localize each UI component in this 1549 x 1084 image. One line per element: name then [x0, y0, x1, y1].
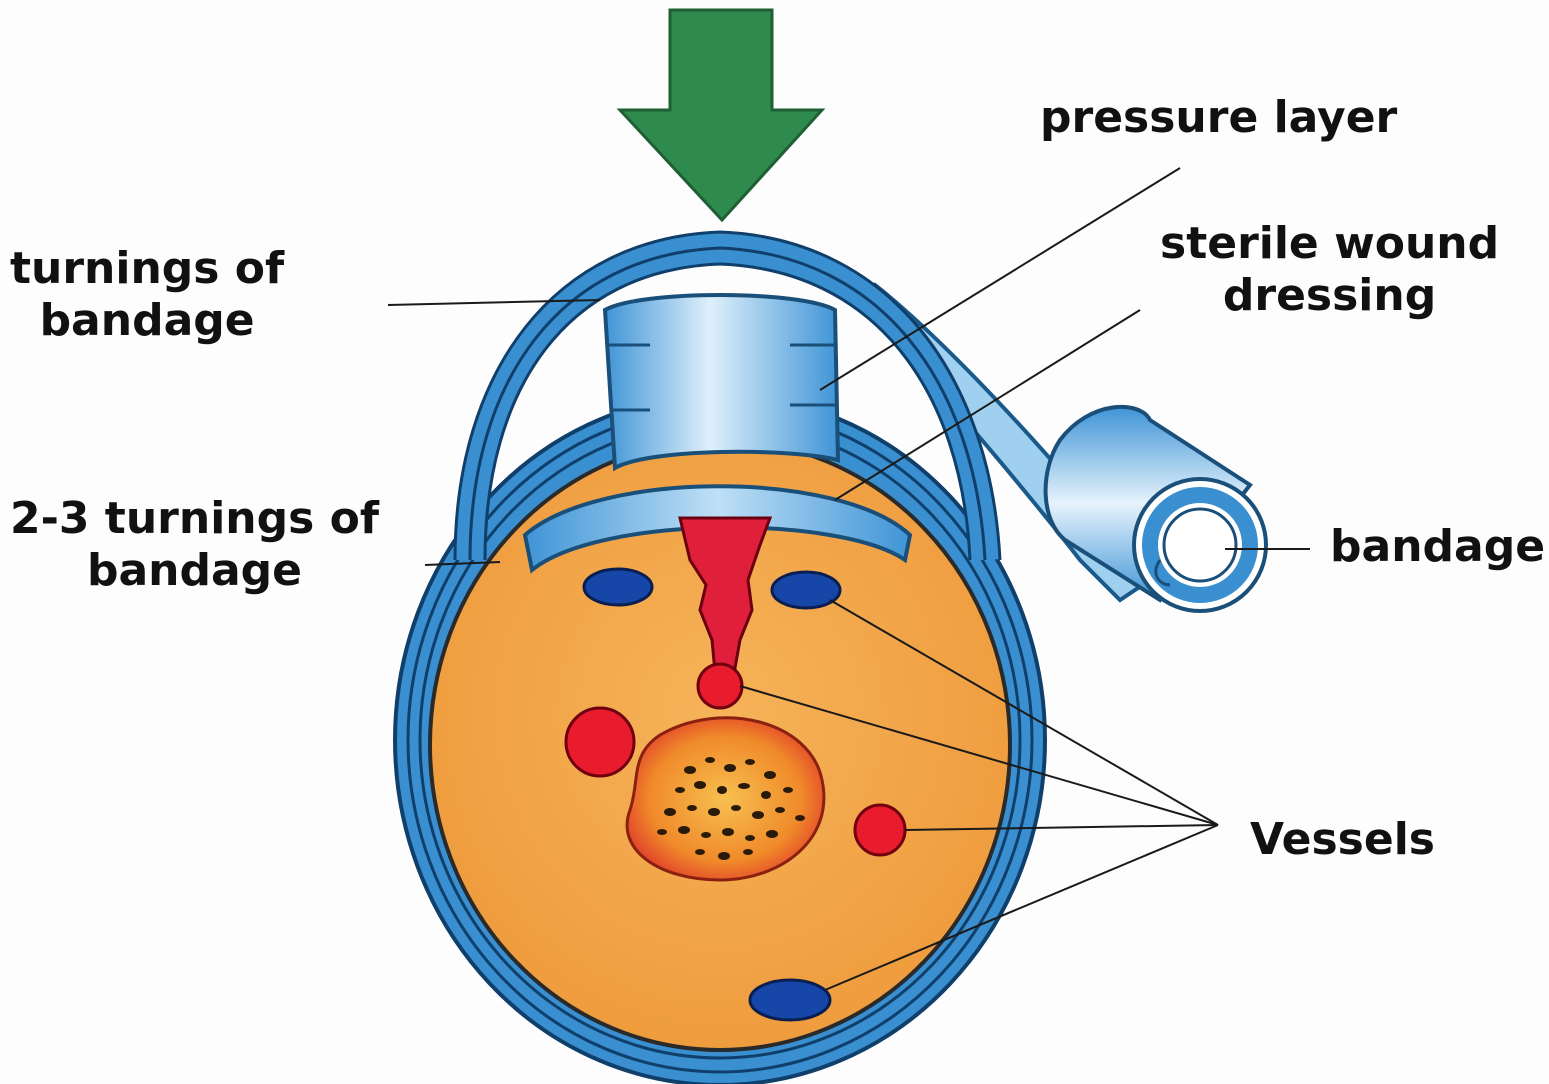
label-2-3-turnings-line-1: 2-3 turnings of	[10, 493, 379, 545]
label-2-3-turnings-of-bandage: 2-3 turnings of bandage	[10, 493, 379, 597]
label-sterile-line-1: sterile wound	[1160, 218, 1499, 270]
label-pressure-layer: pressure layer	[1040, 92, 1397, 144]
down-arrow-icon	[620, 10, 822, 220]
pressure-pad	[605, 295, 838, 468]
label-turnings-of-bandage: turnings of bandage	[10, 243, 284, 347]
label-turnings-line-1: turnings of	[10, 243, 284, 295]
vessel-dark-blue-3	[750, 980, 830, 1020]
vessel-dark-blue-2	[772, 572, 840, 608]
label-sterile-line-2: dressing	[1160, 270, 1499, 322]
label-vessels-text: Vessels	[1250, 814, 1435, 866]
label-turnings-line-2: bandage	[10, 295, 284, 347]
vessel-red-1	[698, 664, 742, 708]
label-bandage: bandage	[1330, 521, 1545, 573]
label-pressure-layer-text: pressure layer	[1040, 92, 1397, 144]
vessel-red-2	[566, 708, 634, 776]
label-sterile-wound-dressing: sterile wound dressing	[1160, 218, 1499, 322]
bandage-roll	[1046, 407, 1266, 611]
label-2-3-turnings-line-2: bandage	[10, 545, 379, 597]
label-vessels: Vessels	[1250, 814, 1435, 866]
vessel-dark-blue-1	[584, 569, 652, 605]
label-bandage-text: bandage	[1330, 521, 1545, 573]
vessel-red-3	[855, 805, 905, 855]
